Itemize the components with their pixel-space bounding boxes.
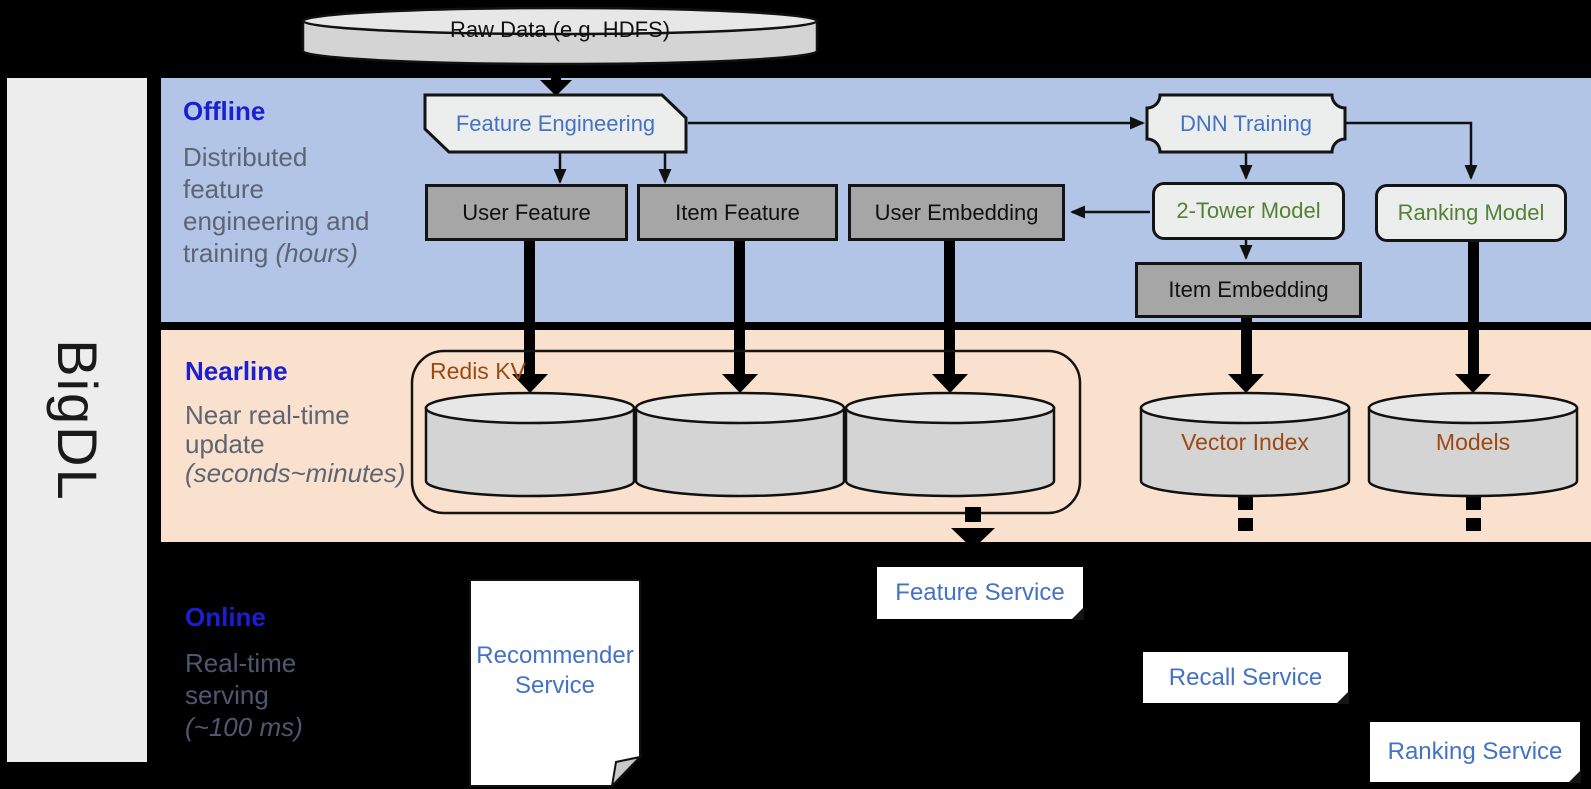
models-dash: [1466, 497, 1481, 510]
online-section-label: Online Real-time serving (~100 ms): [185, 602, 415, 743]
nearline-section-label: Nearline Near real-time update (seconds~…: [185, 356, 415, 488]
models-dash: [1466, 518, 1481, 531]
nearline-desc-line: update: [185, 429, 265, 459]
folded-corner-icon: [1568, 770, 1581, 783]
item-embedding-pipeline: [1241, 316, 1252, 375]
redis-dash: [965, 507, 981, 522]
raw-data-to-feature-engineering-arrow: [540, 65, 572, 96]
item-feature-pipeline: [734, 241, 745, 375]
dnn-training-label: DNN Training: [1179, 110, 1313, 136]
redis-cylinder-3: [844, 391, 1056, 498]
online-desc-line: (~100 ms): [185, 712, 303, 742]
online-desc-line: serving: [185, 680, 269, 710]
recommender-service-document: [469, 579, 643, 789]
offline-section-label: Offline Distributed feature engineering …: [183, 96, 413, 269]
recommender-service-label: Recommender Service: [476, 642, 634, 699]
thick-pipelines: [512, 241, 1491, 393]
pipeline-arrowhead: [722, 374, 758, 393]
bigdl-side-panel: BigDL: [7, 78, 147, 762]
user-feature-pipeline: [524, 241, 535, 375]
nearline-description: Near real-time update (seconds~minutes): [185, 401, 415, 488]
pipeline-arrowhead: [1455, 374, 1491, 393]
vector-index-dash: [1238, 518, 1253, 531]
redis-cylinder-1: [424, 391, 636, 498]
vector-index-label: Vector Index: [1181, 428, 1309, 455]
nearline-desc-line: Near real-time: [185, 400, 350, 430]
nearline-desc-line: (seconds~minutes): [185, 458, 406, 488]
vector-index-dash: [1238, 497, 1253, 510]
offline-desc-line: feature: [183, 174, 264, 204]
redis-kv-container: [410, 349, 1082, 515]
vector-index-cylinder: [1139, 391, 1351, 498]
raw-data-label: Raw Data (e.g. HDFS): [449, 17, 671, 42]
dnn-training-shape: [1145, 93, 1347, 154]
folded-corner-icon: [1336, 691, 1349, 704]
user-embedding-node: User Embedding: [848, 184, 1065, 241]
models-label: Models: [1435, 428, 1511, 455]
user-feature-node: User Feature: [425, 184, 628, 241]
ranking-service-card: Ranking Service: [1370, 722, 1581, 783]
dashed-drops: [951, 497, 1481, 549]
feature-engineering-shape: [423, 93, 688, 154]
online-description: Real-time serving (~100 ms): [185, 647, 415, 743]
feature-engineering-label: Feature Engineering: [455, 110, 656, 136]
two-tower-model-node: 2-Tower Model: [1152, 182, 1345, 240]
offline-title: Offline: [183, 96, 266, 126]
pipeline-arrowhead: [1228, 374, 1264, 393]
ranking-model-node: Ranking Model: [1375, 184, 1567, 242]
folded-corner-icon: [1071, 607, 1084, 620]
feature-service-card: Feature Service: [877, 567, 1084, 620]
item-feature-node: Item Feature: [637, 184, 838, 241]
dnn-to-ranking-model-arrow: [1345, 121, 1478, 180]
redis-kv-label: Redis KV: [430, 357, 526, 384]
redis-cylinder-2: [634, 391, 846, 498]
nearline-title: Nearline: [185, 356, 288, 386]
user-embedding-pipeline: [944, 241, 955, 375]
online-desc-line: Real-time: [185, 648, 297, 678]
pipeline-arrowhead: [512, 374, 548, 393]
offline-desc-line: engineering and: [183, 206, 370, 236]
redis-to-feature-service-arrowhead: [951, 528, 995, 549]
offline-desc-line: training (hours): [183, 238, 358, 268]
online-title: Online: [185, 602, 266, 632]
raw-data-cylinder: [301, 6, 819, 66]
offline-desc-line: Distributed: [183, 142, 308, 172]
thin-connectors: [553, 116, 1478, 260]
offline-description: Distributed feature engineering and trai…: [183, 141, 413, 269]
nearline-cylinders: [424, 391, 1579, 498]
pipeline-arrowhead: [932, 374, 968, 393]
models-cylinder: [1367, 391, 1579, 498]
recall-service-card: Recall Service: [1143, 652, 1349, 704]
item-embedding-node: Item Embedding: [1135, 262, 1362, 318]
ranking-model-pipeline: [1468, 242, 1479, 375]
